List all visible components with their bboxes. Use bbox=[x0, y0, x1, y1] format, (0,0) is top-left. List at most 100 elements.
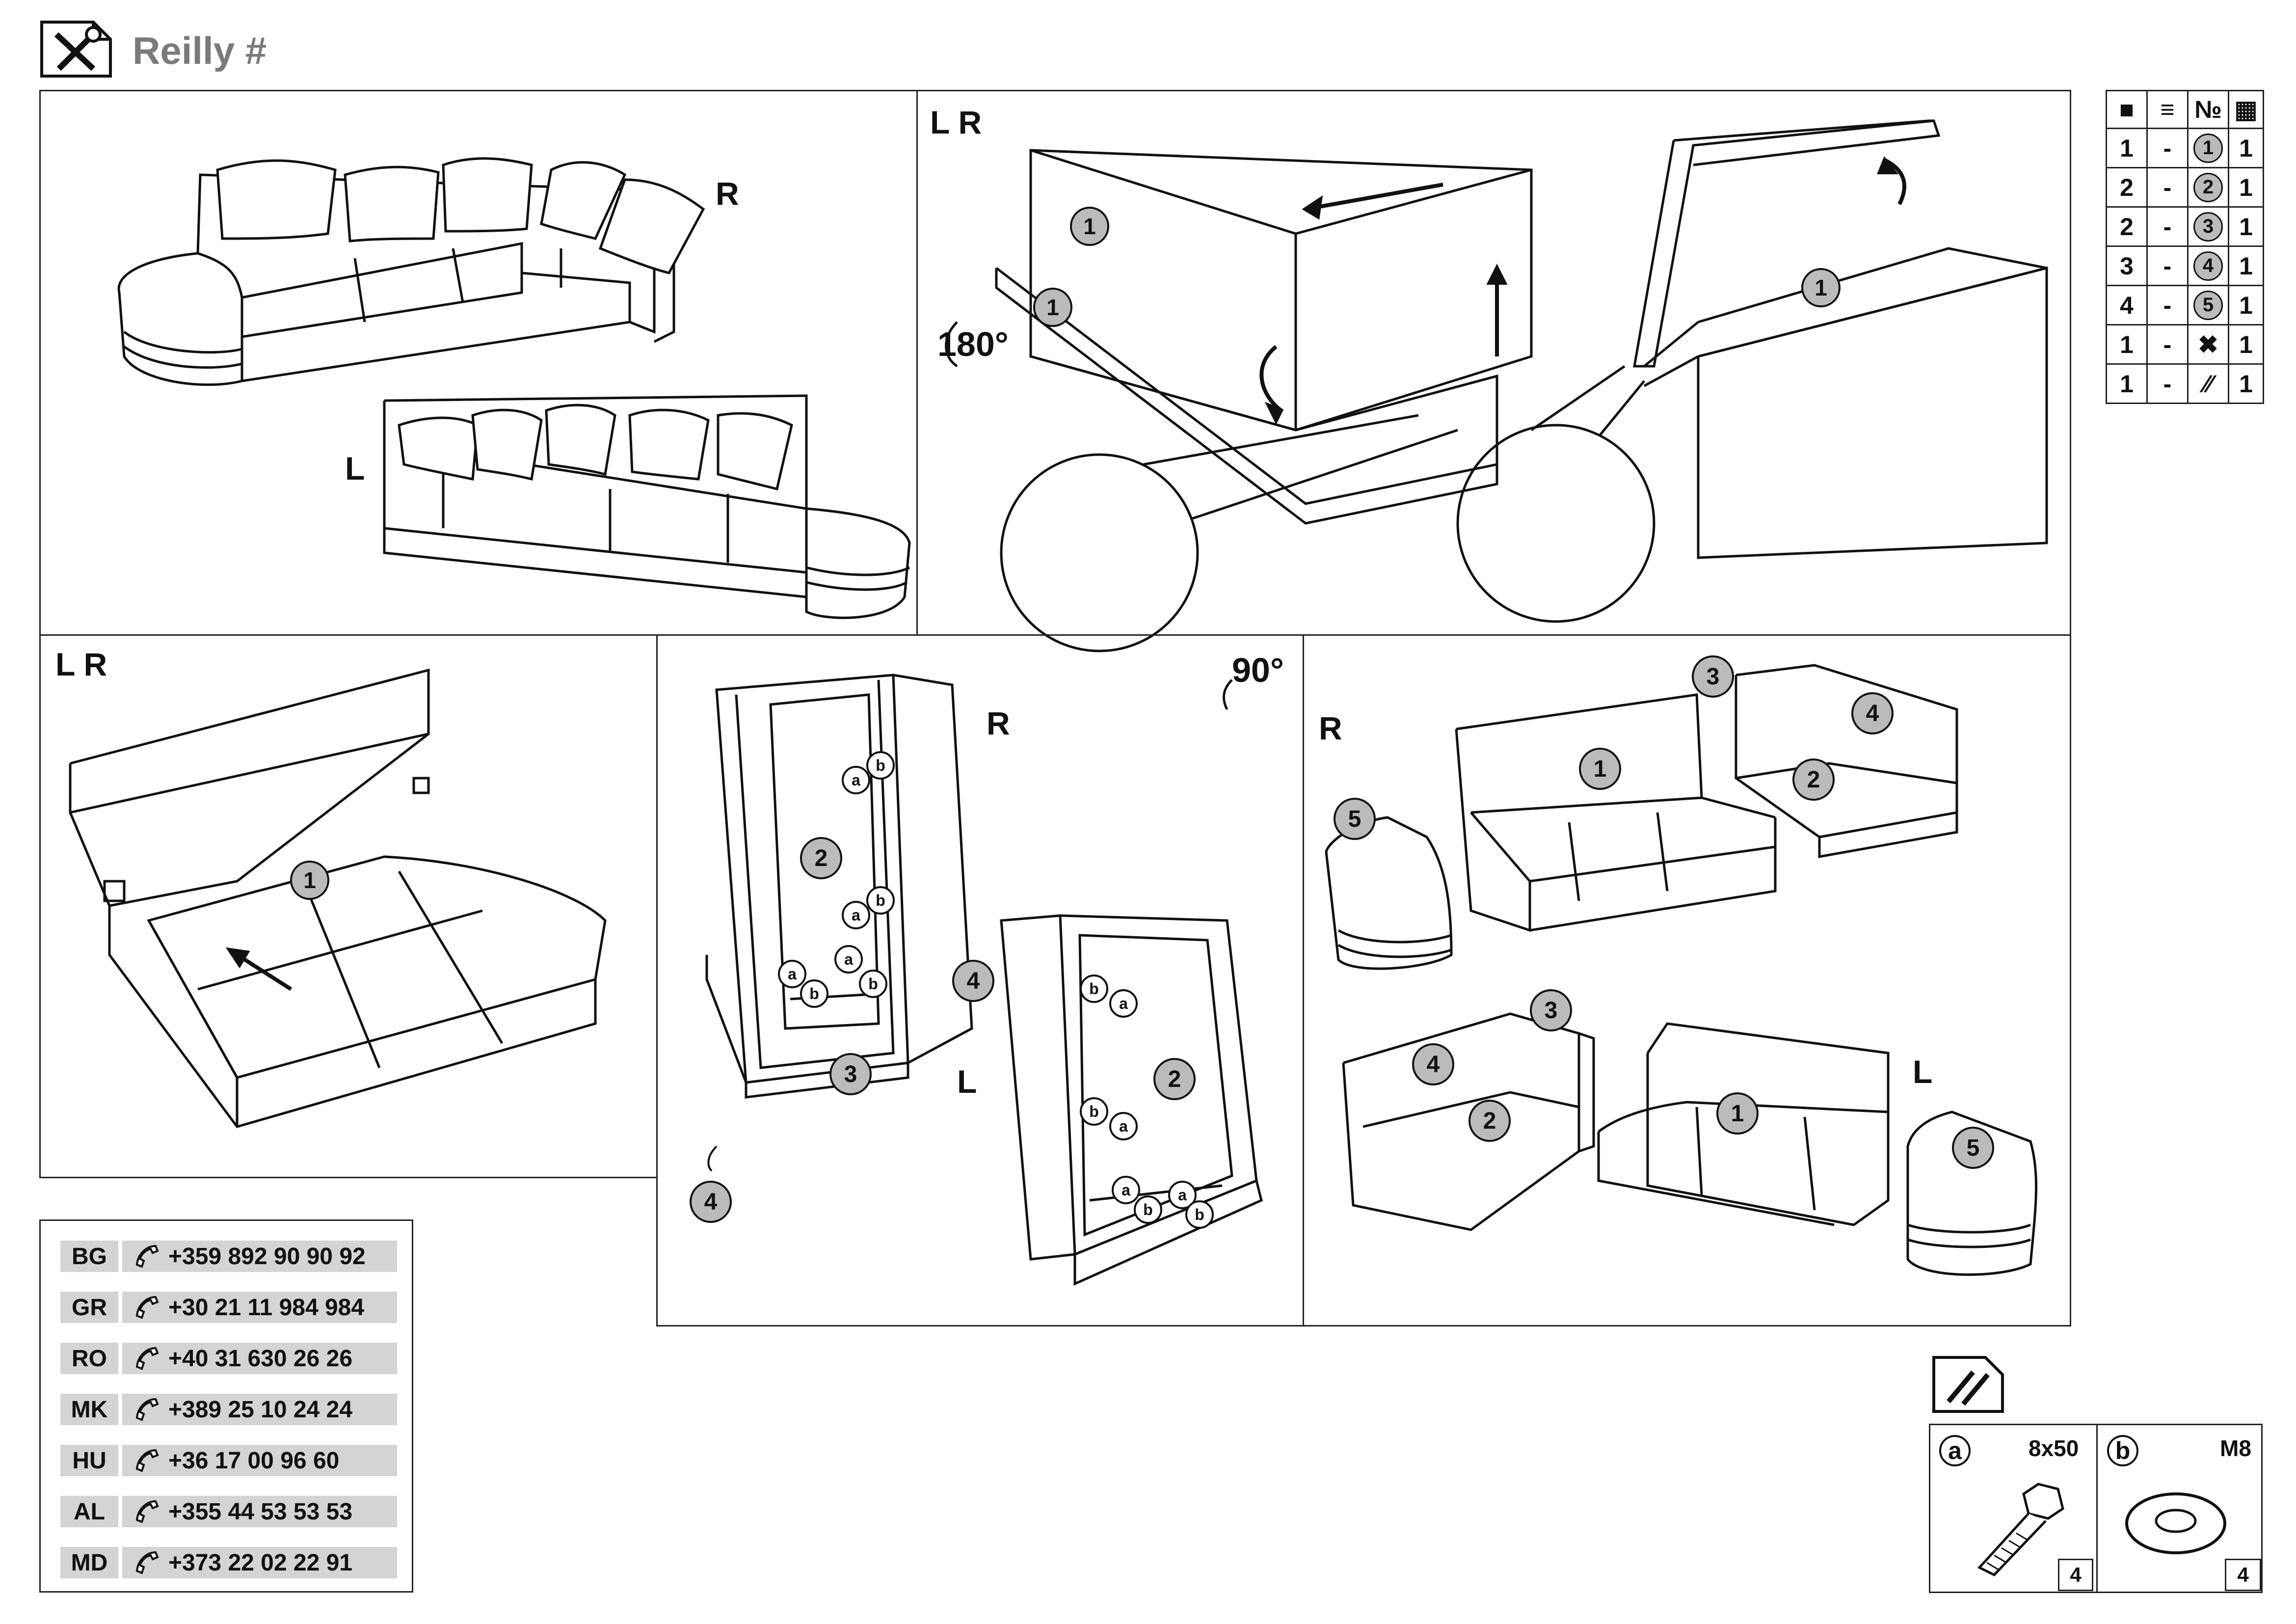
phone-icon bbox=[135, 1398, 159, 1421]
hardware-icon: ∕∕ bbox=[2187, 363, 2229, 404]
table-cell-dash: - bbox=[2146, 324, 2189, 365]
letter-callout: a bbox=[834, 945, 863, 974]
hardware-icon bbox=[1932, 1356, 2004, 1413]
letter-callout: b bbox=[1080, 1097, 1108, 1126]
callout: 4 bbox=[1851, 692, 1894, 734]
letter-callout: b bbox=[1134, 1195, 1162, 1224]
part-callout: 2 bbox=[2193, 172, 2223, 202]
sofa-r-drawing bbox=[117, 157, 705, 386]
table-cell-count: 1 bbox=[2228, 245, 2264, 286]
part-number: 4 bbox=[2187, 245, 2229, 286]
callout: 4 bbox=[952, 960, 994, 1002]
phone-icon bbox=[135, 1245, 159, 1268]
layers-icon: ≡ bbox=[2146, 90, 2189, 129]
table-cell-qty: 1 bbox=[2106, 363, 2148, 404]
phone-icon bbox=[135, 1449, 159, 1472]
hardware-b-letter: b bbox=[2107, 1435, 2138, 1466]
table-cell-dash: - bbox=[2146, 363, 2189, 404]
callout: 1 bbox=[1716, 1092, 1759, 1135]
header: Reilly # bbox=[39, 20, 334, 83]
phone-text: +36 17 00 96 60 bbox=[168, 1447, 340, 1474]
part-callout: 1 bbox=[2193, 133, 2223, 163]
country-code: BG bbox=[60, 1241, 118, 1272]
letter-callout: b bbox=[1185, 1200, 1214, 1229]
part-callout: 5 bbox=[2193, 290, 2223, 320]
part-callout: 4 bbox=[2193, 251, 2223, 281]
letter-callout: a bbox=[842, 766, 870, 794]
label-l: L bbox=[1913, 1054, 1933, 1090]
panel-corner-assembly: R L bbox=[1303, 634, 2071, 1326]
grid-icon: ▦ bbox=[2228, 90, 2264, 129]
hardware-box: a 8x50 4 b M8 4 bbox=[1929, 1424, 2263, 1593]
label-r: R bbox=[1319, 710, 1342, 746]
hardware-a-size: 8x50 bbox=[2029, 1435, 2079, 1461]
contact-row: MK+389 25 10 24 24 bbox=[60, 1394, 404, 1428]
label-l: L bbox=[957, 1063, 977, 1100]
table-cell-dash: - bbox=[2146, 128, 2189, 168]
callout: 2 bbox=[1792, 758, 1835, 801]
callout: 1 bbox=[1579, 748, 1621, 790]
callout: 3 bbox=[1692, 655, 1734, 698]
phone-number: +389 25 10 24 24 bbox=[122, 1394, 397, 1425]
country-code: GR bbox=[60, 1292, 118, 1323]
callout: 3 bbox=[1530, 989, 1572, 1031]
part-number: 2 bbox=[2187, 167, 2229, 208]
panel-open-storage: L R 1 bbox=[39, 634, 658, 1178]
tools-icon bbox=[40, 21, 112, 78]
label-lr: L R bbox=[930, 104, 982, 140]
panel-overview: R L bbox=[39, 90, 918, 636]
table-cell-qty: 4 bbox=[2106, 285, 2148, 325]
box-icon: ■ bbox=[2106, 90, 2148, 129]
callout: 2 bbox=[1153, 1058, 1196, 1100]
table-cell-dash: - bbox=[2146, 285, 2189, 325]
phone-number: +373 22 02 22 91 bbox=[122, 1547, 397, 1578]
phone-number: +36 17 00 96 60 bbox=[122, 1445, 397, 1476]
lid-rotation-drawing bbox=[945, 119, 2048, 652]
country-code: RO bbox=[60, 1343, 118, 1374]
callout: 2 bbox=[800, 837, 842, 879]
table-cell-qty: 2 bbox=[2106, 206, 2148, 247]
letter-callout: b bbox=[866, 886, 895, 915]
table-cell-count: 1 bbox=[2228, 285, 2264, 325]
bolt-icon bbox=[1977, 1483, 2064, 1577]
part-callout: 3 bbox=[2193, 212, 2223, 242]
phone-icon bbox=[135, 1296, 159, 1319]
open-sofa-drawing bbox=[69, 668, 607, 1128]
country-code: MD bbox=[60, 1547, 118, 1578]
phone-number: +40 31 630 26 26 bbox=[122, 1343, 397, 1374]
table-cell-count: 1 bbox=[2228, 363, 2264, 404]
panel-hinge: L R bbox=[916, 90, 2071, 652]
letter-callout: a bbox=[842, 901, 870, 929]
callout-1: 1 bbox=[1801, 268, 1841, 307]
table-cell-qty: 3 bbox=[2106, 245, 2148, 286]
hardware-a-qty: 4 bbox=[2058, 1559, 2093, 1591]
hardware-divider bbox=[2096, 1425, 2098, 1592]
contact-row: HU+36 17 00 96 60 bbox=[60, 1445, 404, 1479]
label-r: R bbox=[987, 705, 1010, 741]
washer-icon bbox=[2125, 1492, 2226, 1554]
table-cell-dash: - bbox=[2146, 245, 2189, 286]
callout: 5 bbox=[1334, 798, 1376, 840]
callout-1: 1 bbox=[290, 861, 329, 900]
table-cell-qty: 1 bbox=[2106, 128, 2148, 168]
page-title: Reilly # bbox=[133, 29, 267, 72]
table-cell-qty: 1 bbox=[2106, 324, 2148, 365]
phone-text: +30 21 11 984 984 bbox=[168, 1294, 365, 1321]
label-l: L bbox=[345, 450, 365, 487]
letter-callout: b bbox=[859, 970, 887, 998]
callout: 2 bbox=[1468, 1100, 1511, 1142]
table-cell-qty: 2 bbox=[2106, 167, 2148, 208]
number-sign-icon: № bbox=[2187, 90, 2229, 129]
phone-text: +355 44 53 53 53 bbox=[168, 1498, 353, 1525]
contact-row: RO+40 31 630 26 26 bbox=[60, 1343, 404, 1377]
table-cell-dash: - bbox=[2146, 206, 2189, 247]
table-cell-count: 1 bbox=[2228, 128, 2264, 168]
rotation-label: 90° bbox=[1232, 651, 1284, 689]
contact-row: MD+373 22 02 22 91 bbox=[60, 1547, 404, 1581]
phone-number: +359 892 90 90 92 bbox=[122, 1241, 397, 1272]
letter-callout: b bbox=[800, 979, 828, 1008]
contact-row: AL+355 44 53 53 53 bbox=[60, 1496, 404, 1530]
